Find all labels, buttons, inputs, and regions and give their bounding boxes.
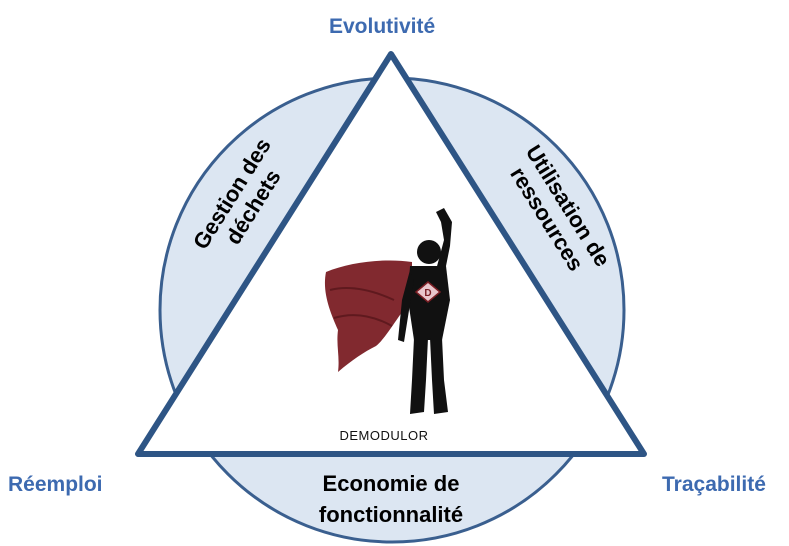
- cape-fold: [329, 287, 395, 327]
- side-label-bottom: Economie de fonctionnalité: [306, 471, 476, 527]
- figure-head: [417, 240, 441, 264]
- chest-badge-letter: D: [424, 288, 431, 299]
- modulor-figure-with-cape-icon: D: [324, 208, 452, 414]
- vertex-label-top: Evolutivité: [329, 15, 436, 38]
- chest-badge: [414, 281, 442, 303]
- logo-caption: DEMODULOR: [339, 428, 428, 443]
- figure-torso: [408, 266, 450, 340]
- side-label-bottom-line1: Economie de: [322, 471, 460, 496]
- vertex-label-right: Traçabilité: [662, 473, 766, 496]
- vertex-label-left: Réemploi: [8, 473, 103, 496]
- figure-lower-arm: [398, 270, 414, 342]
- triangle: [135, 51, 647, 457]
- side-label-bottom-line2: fonctionnalité: [318, 501, 464, 527]
- figure-legs: [410, 338, 448, 414]
- figure-raised-arm: [436, 208, 452, 276]
